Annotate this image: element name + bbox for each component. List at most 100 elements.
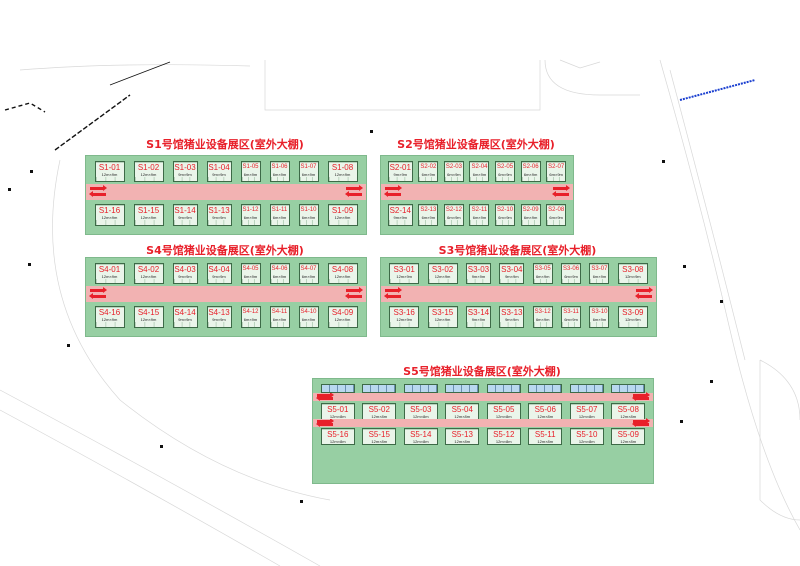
booth-number: S3-04 bbox=[500, 265, 524, 274]
strip-cell bbox=[553, 385, 562, 392]
booth-size: 6m×9m bbox=[419, 215, 438, 220]
booth-size: 12m×8m bbox=[529, 439, 562, 444]
booth-number: S2-01 bbox=[388, 163, 412, 172]
booth-number: S5-04 bbox=[446, 405, 479, 414]
aisle bbox=[86, 286, 366, 302]
booth-number: S5-09 bbox=[612, 430, 645, 439]
entry-arrow-icon bbox=[317, 392, 334, 398]
strip-cell bbox=[338, 385, 346, 392]
booth-size: 12m×9m bbox=[328, 215, 357, 220]
booth-size: 6m×9m bbox=[241, 274, 260, 279]
booth-number: S1-01 bbox=[95, 163, 124, 172]
booth-size: 12m×8m bbox=[321, 414, 354, 419]
strip-cell bbox=[346, 385, 354, 392]
strip-cell bbox=[612, 385, 621, 392]
booth-size: 6m×9m bbox=[419, 172, 438, 177]
entry-arrow-icon bbox=[385, 287, 402, 293]
booth-number: S2-11 bbox=[470, 206, 489, 215]
booth-number: S3-08 bbox=[618, 265, 647, 274]
